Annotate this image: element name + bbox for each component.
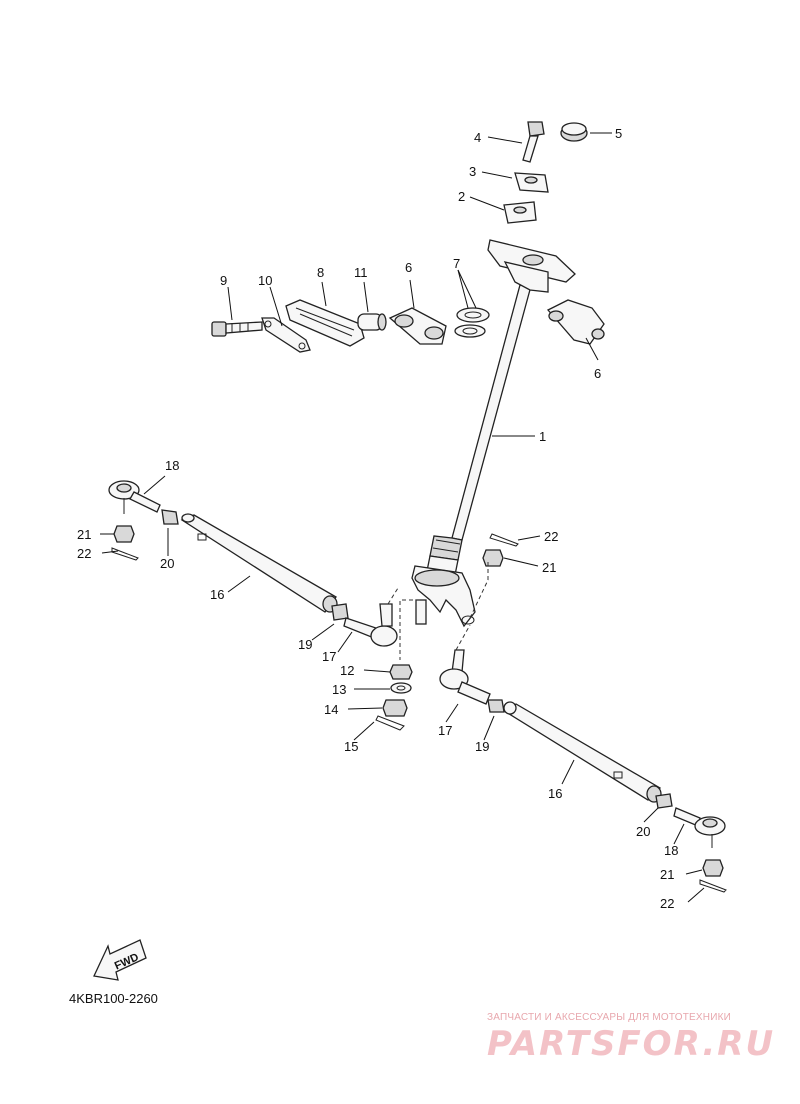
tie-rod-16-right — [503, 701, 662, 803]
fwd-arrow-icon: FWD — [93, 939, 147, 981]
callout-20-left: 20 — [160, 556, 174, 571]
callout-18-right: 18 — [664, 843, 678, 858]
callout-22-right-upper: 22 — [544, 529, 558, 544]
bushing-6-left — [388, 307, 447, 345]
callout-9: 9 — [220, 273, 227, 288]
callout-11: 11 — [354, 265, 368, 280]
callout-20-right: 20 — [636, 824, 650, 839]
locknut-20-left — [161, 509, 179, 525]
callout-17-right: 17 — [438, 723, 452, 738]
oil-seals-7 — [454, 307, 490, 338]
watermark-tagline: ЗАПЧАСТИ И АКСЕССУАРЫ ДЛЯ МОТОТЕХНИКИ — [487, 1012, 732, 1023]
callout-19-right: 19 — [475, 739, 489, 754]
callout-16-right: 16 — [548, 786, 562, 801]
upper-bracket — [487, 239, 576, 293]
watermark-brand: PARTSFOR.RU — [487, 1024, 776, 1064]
washer-13 — [390, 682, 412, 694]
callout-8: 8 — [317, 265, 324, 280]
callout-14: 14 — [324, 702, 338, 717]
callout-6-right: 6 — [594, 366, 601, 381]
locknut-19-right — [487, 699, 505, 713]
cotter-pin-22-right-upper — [489, 533, 519, 547]
lock-plate-10 — [261, 317, 311, 353]
cotter-pin-22-right-lower — [699, 879, 727, 893]
callout-4: 4 — [474, 130, 481, 145]
callout-19-left: 19 — [298, 637, 312, 652]
cap — [560, 122, 588, 142]
callout-2: 2 — [458, 189, 465, 204]
tie-rod-end-17-left — [343, 603, 398, 647]
upper-clamp — [514, 172, 549, 193]
bushing-6-right — [546, 299, 605, 345]
callout-22-left: 22 — [77, 546, 91, 561]
diagram-code: 4KBR100-2260 — [69, 991, 158, 1006]
callout-13: 13 — [332, 682, 346, 697]
assembly-lines — [387, 560, 489, 660]
callout-6-upper: 6 — [405, 260, 412, 275]
nut-21-left-upper — [113, 525, 135, 543]
callout-17-left: 17 — [322, 649, 336, 664]
clamp-bolt — [522, 121, 545, 163]
callout-5: 5 — [615, 126, 622, 141]
nut-21-right-lower — [702, 859, 724, 877]
callout-21-right-lower: 21 — [660, 867, 674, 882]
tie-rod-end-17-right — [439, 649, 491, 705]
callout-16-left: 16 — [210, 587, 224, 602]
callout-21-left: 21 — [77, 527, 91, 542]
lower-clamp — [503, 201, 537, 224]
spacer-11 — [357, 313, 387, 331]
collar-plate-8 — [285, 299, 365, 347]
cotter-pin-22-left-upper — [111, 547, 139, 561]
callout-18-left: 18 — [165, 458, 179, 473]
callout-1: 1 — [539, 429, 546, 444]
callout-15: 15 — [344, 739, 358, 754]
tie-rod-end-18-right — [673, 807, 726, 848]
pitman-arm — [411, 565, 476, 628]
nut-21-right-upper — [482, 549, 504, 567]
cotter-pin-15 — [375, 715, 405, 731]
tie-rod-end-18-left — [108, 480, 161, 514]
bolt-9 — [211, 321, 263, 337]
callout-21-right-upper: 21 — [542, 560, 556, 575]
leader-lines — [100, 132, 705, 903]
callout-3: 3 — [469, 164, 476, 179]
nut-14 — [382, 699, 408, 717]
callout-10: 10 — [258, 273, 272, 288]
tie-rod-16-left — [180, 513, 338, 613]
callout-22-right-lower: 22 — [660, 896, 674, 911]
nut-12 — [389, 664, 413, 680]
callout-7: 7 — [453, 256, 460, 271]
callout-12: 12 — [340, 663, 354, 678]
locknut-20-right — [655, 793, 673, 809]
callouts: 4 5 3 2 9 10 8 11 6 7 6 1 18 21 22 20 16… — [77, 126, 678, 911]
